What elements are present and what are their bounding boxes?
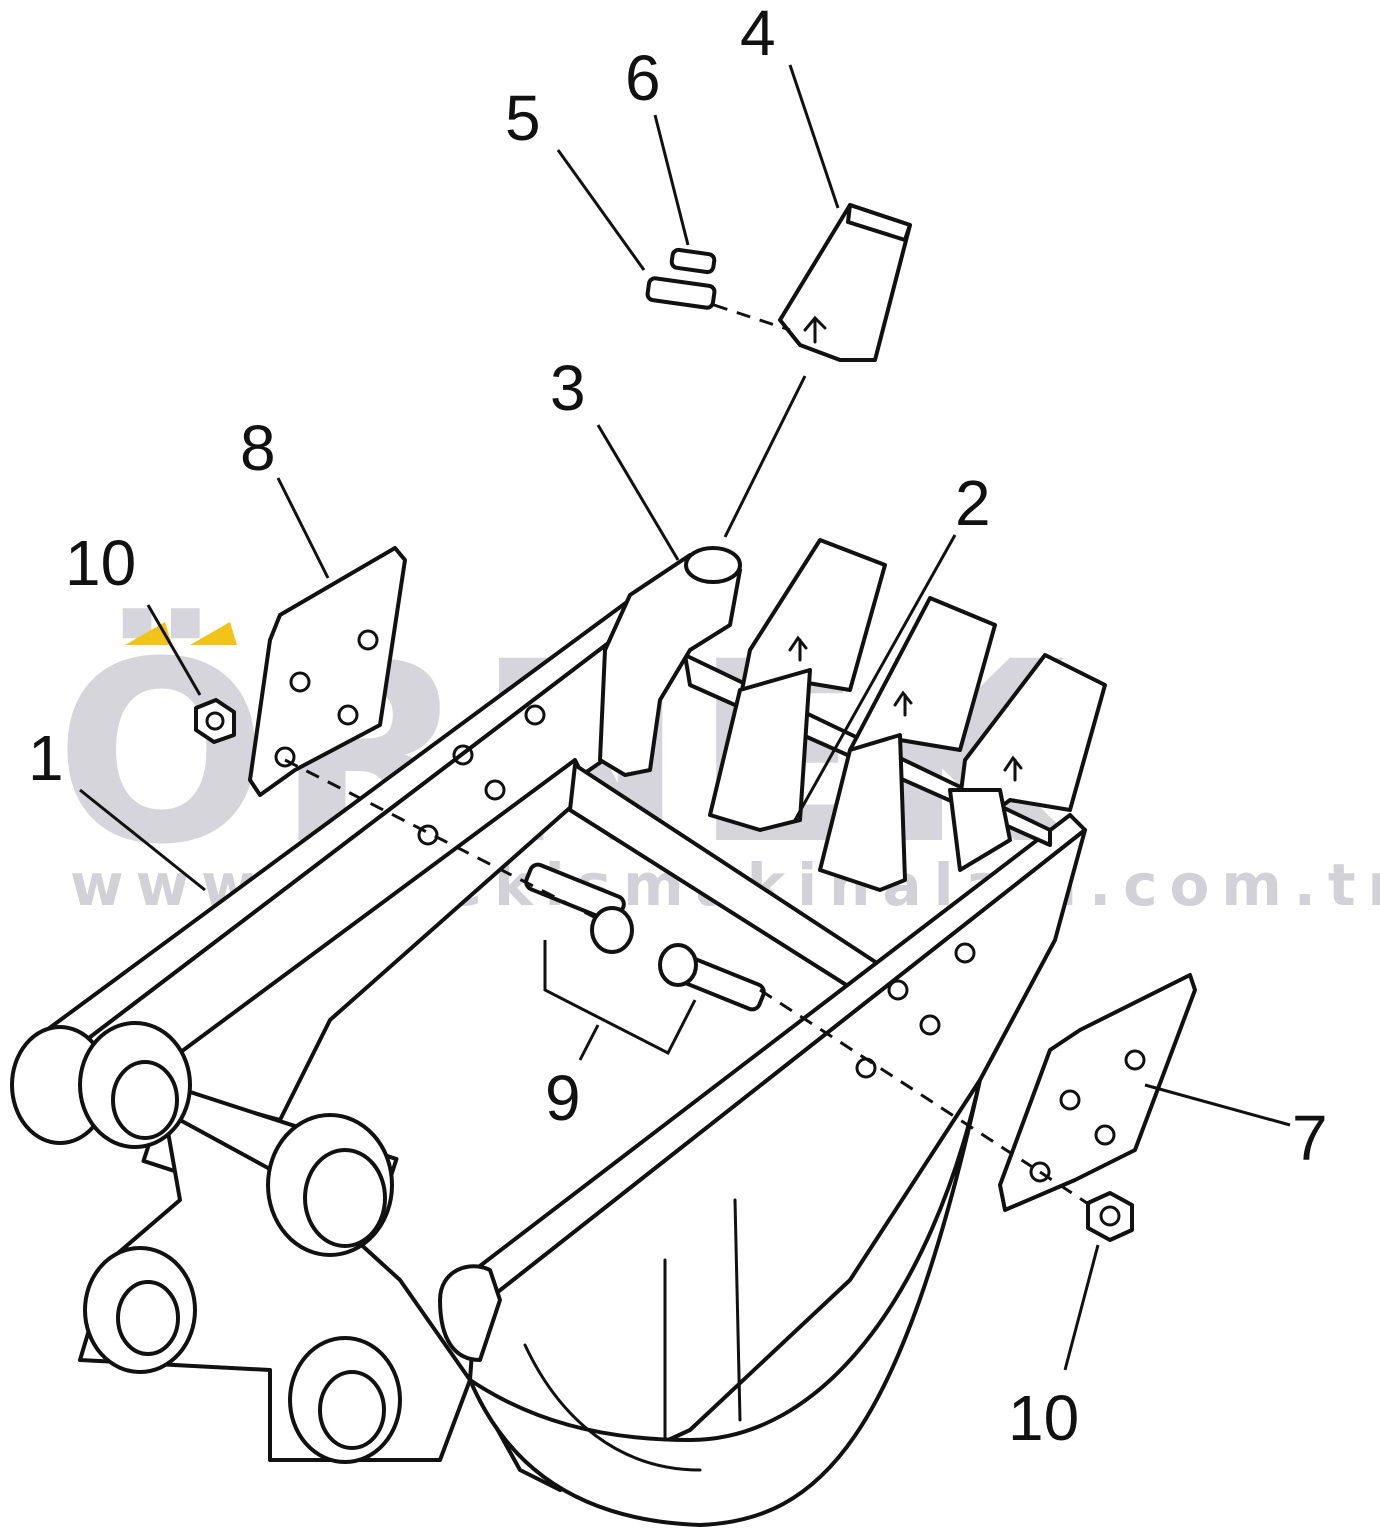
boss-lower-left-bore (116, 1280, 180, 1356)
cutter-hole (274, 746, 296, 768)
bolts-part-9 (524, 862, 766, 1012)
bucket-lip-front (438, 1264, 502, 1362)
adapter-tip (684, 546, 742, 584)
axis-right-bolt (759, 988, 1041, 1174)
pin-and-lock (645, 247, 791, 332)
tooth-point-part-4 (778, 203, 912, 362)
side-cutter-right (998, 973, 1197, 1212)
hinge-assembly (10, 1021, 472, 1464)
side-cutter-part-7 (998, 973, 1197, 1212)
nuts-part-10 (194, 698, 1134, 1242)
cutter-hole (1124, 1049, 1146, 1071)
bolt-right-head (658, 943, 698, 987)
pin-part-5 (645, 276, 717, 310)
cutter-hole (1029, 1161, 1051, 1183)
boss-right-bore (303, 1148, 387, 1248)
side-plate-hole (887, 979, 909, 1001)
lock-part-6 (669, 247, 717, 275)
side-plate-hole (919, 1014, 941, 1036)
bucket-rib-2 (733, 1198, 742, 1422)
callout-3: 3 (550, 352, 586, 424)
callout-2: 2 (955, 467, 991, 539)
leader-3b (723, 375, 807, 538)
callout-4: 4 (740, 0, 776, 69)
tooth-2-shank (818, 733, 907, 892)
callout-5: 5 (505, 82, 541, 154)
leader-10b (1063, 1244, 1100, 1371)
side-plate-hole (452, 744, 474, 766)
assembly-axes (284, 758, 1091, 1207)
bolt-left-head (590, 906, 634, 954)
callout-6: 6 (625, 42, 661, 114)
callout-10-left: 10 (65, 527, 136, 599)
bucket-shell-curve (468, 1078, 982, 1527)
tooth-clip (1003, 755, 1023, 782)
nut-right-bore (1099, 1205, 1121, 1227)
side-plate-hole (954, 942, 976, 964)
nut-left-bore (205, 711, 225, 731)
tooth-point-slot (803, 315, 827, 344)
boss-left-bore (111, 1060, 179, 1140)
tooth-clip (788, 635, 808, 662)
side-plate-hole (524, 704, 546, 726)
axis-left-bolt (284, 758, 601, 922)
leader-9 (578, 1024, 600, 1061)
leader-8 (276, 477, 330, 579)
cutter-hole (1094, 1124, 1116, 1146)
tooth-3-shank (948, 788, 1012, 872)
cutter-hole (337, 704, 359, 726)
leader-6 (653, 114, 690, 246)
nut-right (1086, 1191, 1134, 1242)
side-plate-hole (484, 779, 506, 801)
tooth-point-top (846, 203, 912, 242)
tooth-1-shank (708, 668, 812, 832)
leader-10a (146, 604, 202, 696)
bucket-shell-inner-line (523, 1343, 702, 1472)
side-plate-hole (417, 824, 439, 846)
leader-3 (596, 424, 680, 561)
cutter-hole (357, 629, 379, 651)
leader-5 (556, 149, 646, 271)
boss-lower-right-bore (318, 1370, 386, 1450)
nut-left (194, 698, 236, 744)
callout-10-right: 10 (1008, 1382, 1079, 1454)
cutter-hole (289, 671, 311, 693)
pin-dashed-axis (713, 303, 791, 332)
leader-lines (79, 64, 1291, 1371)
leader-1 (79, 788, 206, 892)
leader-4 (788, 64, 840, 209)
callouts: 1 2 3 4 5 6 7 8 9 10 10 (28, 0, 1328, 1454)
callout-1: 1 (28, 722, 64, 794)
tooth-adapters (598, 538, 1107, 892)
callout-8: 8 (240, 412, 276, 484)
tooth-clip (893, 690, 913, 717)
cutter-hole (1059, 1089, 1081, 1111)
side-cutter-part-8 (248, 546, 407, 797)
leader-9-bracket (543, 940, 697, 1056)
callout-9: 9 (545, 1062, 581, 1134)
leader-7 (1144, 1083, 1291, 1127)
watermark-umlaut-right (190, 622, 237, 645)
axis-right-nut (1039, 1170, 1091, 1207)
callout-7: 7 (1292, 1102, 1328, 1174)
leader-2 (793, 534, 957, 821)
side-cutter-left (248, 546, 407, 797)
